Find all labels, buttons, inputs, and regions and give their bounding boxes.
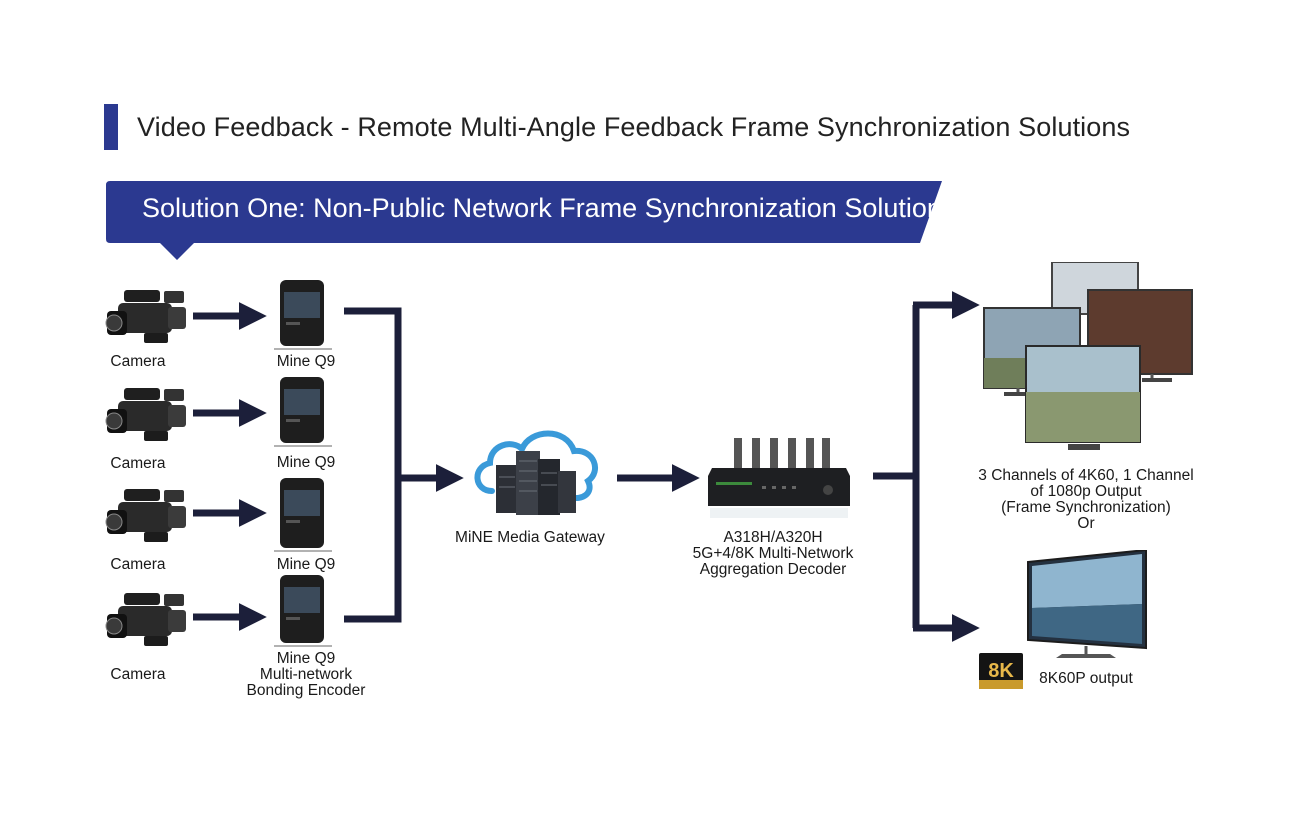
encoder-label: Mine Q9	[276, 353, 336, 370]
banner-shape	[106, 181, 942, 260]
output-top-label: 3 Channels of 4K60, 1 Channel of 1080p O…	[978, 467, 1194, 532]
camera-label: Camera	[110, 666, 166, 683]
badge-text: 8K	[988, 660, 1014, 682]
decoder-label: A318H/A320H 5G+4/8K Multi-Network Aggreg…	[692, 529, 854, 578]
encoder-icon	[274, 280, 332, 350]
cloud-server-icon	[474, 430, 598, 515]
encoder-icon	[274, 478, 332, 552]
page-title: Video Feedback - Remote Multi-Angle Feed…	[137, 112, 1131, 142]
encoder-label-bonding: Mine Q9 Multi-network Bonding Encoder	[246, 650, 366, 699]
camera-icon	[105, 593, 186, 646]
camera-icon	[105, 388, 186, 441]
encoder-icon	[274, 575, 332, 647]
camera-label: Camera	[110, 556, 166, 573]
camera-icon	[105, 489, 186, 542]
bracket-encoders	[344, 307, 402, 623]
decoder-icon	[708, 438, 850, 518]
gateway-label: MiNE Media Gateway	[455, 529, 605, 546]
multi-screen-icon	[983, 262, 1193, 450]
camera-label: Camera	[110, 455, 166, 472]
encoder-label: Mine Q9	[276, 556, 336, 573]
camera-label: Camera	[110, 353, 166, 370]
output-bottom-label: 8K60P output	[1039, 670, 1133, 687]
camera-icon	[105, 290, 186, 343]
encoder-label: Mine Q9	[276, 454, 336, 471]
encoder-icon	[274, 377, 332, 447]
tv-icon	[1027, 550, 1147, 658]
solution-banner: Solution One: Non-Public Network Frame S…	[106, 181, 946, 263]
8k-badge-icon: 8K	[979, 653, 1023, 689]
banner-title: Solution One: Non-Public Network Frame S…	[142, 193, 942, 223]
title-accent-bar	[104, 104, 118, 150]
